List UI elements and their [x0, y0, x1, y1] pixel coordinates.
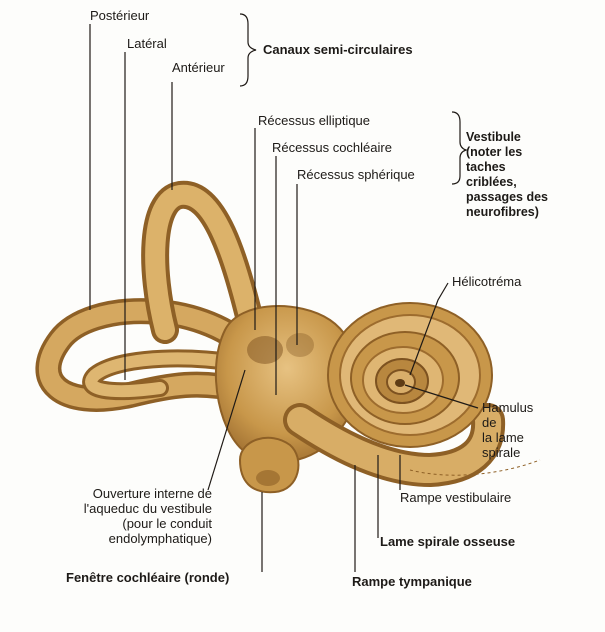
label-rampe-tympanique: Rampe tympanique: [352, 574, 472, 589]
label-recessus-spherique: Récessus sphérique: [297, 167, 415, 182]
label-hamulus: Hamulus de la lame spirale: [482, 400, 533, 460]
label-recessus-cochleaire: Récessus cochléaire: [272, 140, 392, 155]
label-posterieur: Postérieur: [90, 8, 149, 23]
label-rampe-vestibulaire: Rampe vestibulaire: [400, 490, 511, 505]
round-window-region: [240, 438, 298, 492]
label-fenetre-cochleaire: Fenêtre cochléaire (ronde): [66, 570, 229, 585]
label-lame-spirale-osseuse: Lame spirale osseuse: [380, 534, 515, 549]
label-anterieur: Antérieur: [172, 60, 225, 75]
label-canaux-semi-circulaires: Canaux semi-circulaires: [263, 42, 413, 57]
label-ouverture-aqueduc: Ouverture interne de l'aqueduc du vestib…: [40, 486, 212, 546]
label-lateral: Latéral: [127, 36, 167, 51]
label-recessus-elliptique: Récessus elliptique: [258, 113, 370, 128]
label-vestibule: Vestibule (noter les taches criblées, pa…: [466, 130, 548, 220]
label-helicotrema: Hélicotréma: [452, 274, 521, 289]
